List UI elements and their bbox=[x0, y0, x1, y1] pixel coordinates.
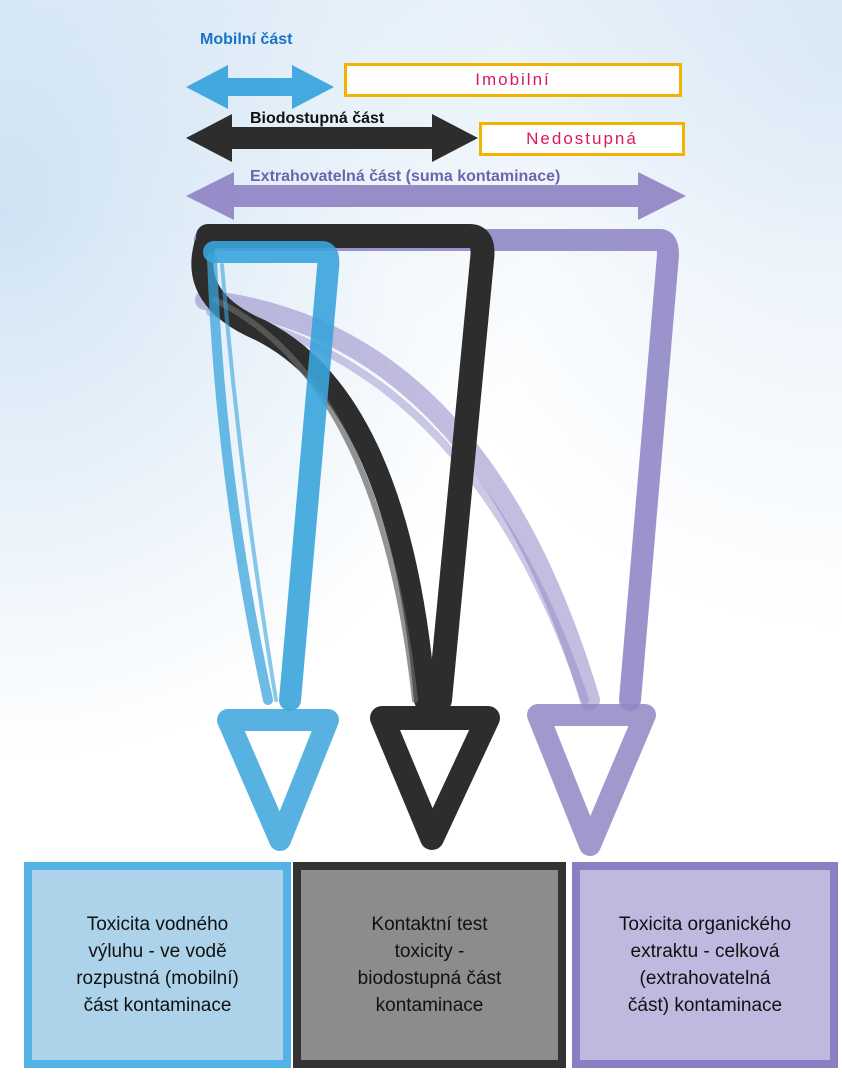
extract-double-arrow bbox=[186, 172, 686, 220]
extract-arrowhead bbox=[527, 704, 656, 856]
extractable-part-label: Extrahovatelná část (suma kontaminace) bbox=[250, 168, 561, 185]
bio-arrowhead bbox=[370, 706, 500, 850]
mobile-flow bbox=[203, 241, 340, 711]
bioavailable-part-label: Biodostupná část bbox=[250, 110, 385, 127]
mobile-double-arrow bbox=[186, 65, 334, 109]
mobile-part-label: Mobilní část bbox=[200, 31, 293, 48]
immobile-box: Imobilní bbox=[344, 63, 682, 97]
bio-double-arrow bbox=[186, 114, 478, 162]
contact-test-text: Kontaktní test toxicity - biodostupná čá… bbox=[357, 914, 502, 1016]
mobile-arrowhead bbox=[217, 709, 339, 851]
organic-extract-toxicity-text: Toxicita organického extraktu - celková … bbox=[618, 914, 792, 1016]
unavailable-box: Nedostupná bbox=[479, 122, 685, 156]
flow-diagram bbox=[186, 65, 686, 856]
contact-test-box: Kontaktní test toxicity - biodostupná čá… bbox=[293, 862, 566, 1068]
bio-flow bbox=[191, 224, 495, 712]
water-leachate-toxicity-box: Toxicita vodného výluhu - ve vodě rozpus… bbox=[24, 862, 291, 1068]
organic-extract-toxicity-box: Toxicita organického extraktu - celková … bbox=[572, 862, 838, 1068]
water-leachate-toxicity-text: Toxicita vodného výluhu - ve vodě rozpus… bbox=[76, 914, 239, 1016]
